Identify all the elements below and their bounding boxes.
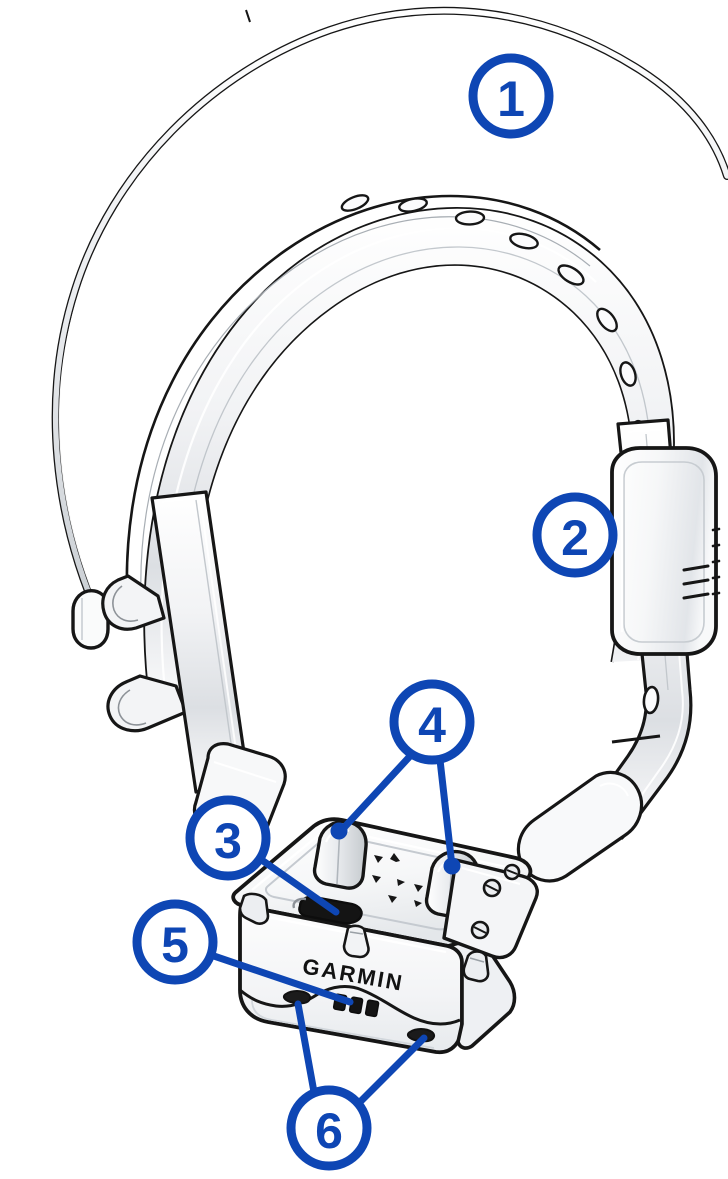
- callout-2-circle[interactable]: [532, 492, 618, 578]
- callout-5-number: 5: [161, 917, 189, 973]
- callout-4-circle[interactable]: [389, 679, 475, 765]
- callout-3-number: 3: [214, 813, 242, 869]
- callout-1-circle[interactable]: [468, 53, 554, 139]
- leader-6-left: [294, 1000, 318, 1096]
- callout-leaders: [204, 750, 461, 1108]
- module-vents: [682, 564, 710, 600]
- callout-1[interactable]: 1: [468, 53, 554, 139]
- callout-3-circle[interactable]: [185, 795, 271, 881]
- callout-4[interactable]: 4: [389, 679, 475, 765]
- module-edge-ticks: [711, 527, 721, 596]
- callout-6-circle[interactable]: [286, 1085, 372, 1171]
- device-body: GARMIN: [231, 817, 539, 1055]
- strap-buckle: [101, 490, 287, 846]
- callout-6-number: 6: [315, 1103, 343, 1159]
- vhf-antenna: [51, 6, 728, 650]
- mounting-lugs: [282, 990, 436, 1043]
- button-markings: [372, 853, 423, 907]
- leader-3: [252, 852, 340, 916]
- leader-6-right: [354, 1034, 428, 1108]
- leader-4-right: [436, 756, 456, 870]
- leader-4-left-dot: [330, 822, 348, 840]
- leader-4-left: [336, 750, 416, 836]
- callout-6[interactable]: 6: [286, 1085, 372, 1171]
- gps-antenna-module: [610, 446, 721, 656]
- leader-5: [204, 950, 354, 1006]
- callout-2-number: 2: [561, 510, 589, 566]
- callout-3[interactable]: 3: [185, 795, 271, 881]
- callout-1-number: 1: [497, 71, 525, 127]
- leader-4-right-dot: [443, 857, 461, 875]
- button-left[interactable]: [312, 819, 368, 890]
- callout-5-circle[interactable]: [132, 899, 218, 985]
- callout-5[interactable]: 5: [132, 899, 218, 985]
- callout-2[interactable]: 2: [532, 492, 618, 578]
- mount-plate: [442, 858, 539, 983]
- side-clip-left: [238, 892, 270, 925]
- callout-4-number: 4: [418, 697, 446, 753]
- front-latch-tab: [342, 924, 370, 959]
